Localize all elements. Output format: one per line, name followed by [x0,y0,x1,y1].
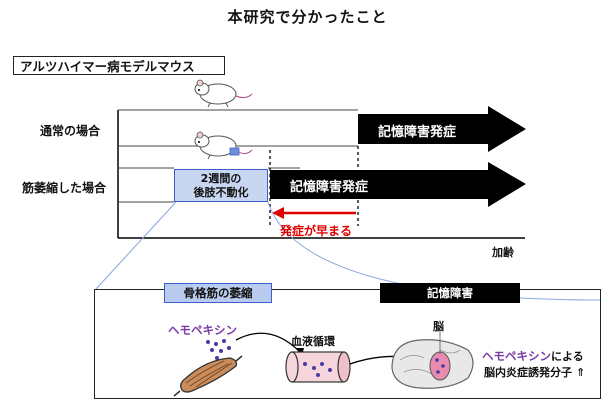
mouse-icon-normal [194,79,253,108]
result-line-1: ヘモペキシンによる [482,348,584,364]
axis-label-aging: 加齢 [492,246,514,259]
mechanism-panel [94,289,601,399]
row-label-normal: 通常の場合 [40,124,101,138]
arrow-atrophy-label: 記憶障害発症 [290,180,369,195]
header-muscle-atrophy: 骨格筋の萎縮 [164,283,272,303]
immobilization-line2: 後肢不動化 [193,186,249,199]
brain-label: 脳 [433,320,444,333]
red-arrow-head [272,207,284,219]
hemopexin-label: ヘモペキシン [168,323,237,337]
blood-vessel-icon [285,351,351,383]
immobilization-line1: 2週間の [200,172,242,185]
brain-icon [391,339,474,389]
connector-left [95,201,177,290]
model-label: アルツハイマー病モデルマウス [13,56,225,75]
result-hemopexin: ヘモペキシン [482,349,551,363]
mouse-icon-immobilized [194,131,253,160]
immobilization-box: 2週間の 後肢不動化 [174,169,268,202]
blood-circulation-label: 血液循環 [291,335,335,348]
muscle-icon [173,355,243,397]
arrow-normal [358,106,526,152]
connector-right [267,201,602,301]
page-title: 本研究で分かったこと [227,8,388,26]
hemopexin-dots [206,339,231,360]
result-by: による [551,350,584,363]
arrow-normal-label: 記憶障害発症 [378,125,457,140]
earlier-onset-label: 発症が早まる [280,224,353,238]
arrow-atrophy [270,162,526,207]
row-label-atrophy: 筋萎縮した場合 [22,181,107,195]
header-memory-impairment: 記憶障害 [380,283,520,303]
arrow-muscle-to-blood [235,332,301,353]
result-line-2: 脳内炎症誘発分子 ⇑ [484,366,586,379]
